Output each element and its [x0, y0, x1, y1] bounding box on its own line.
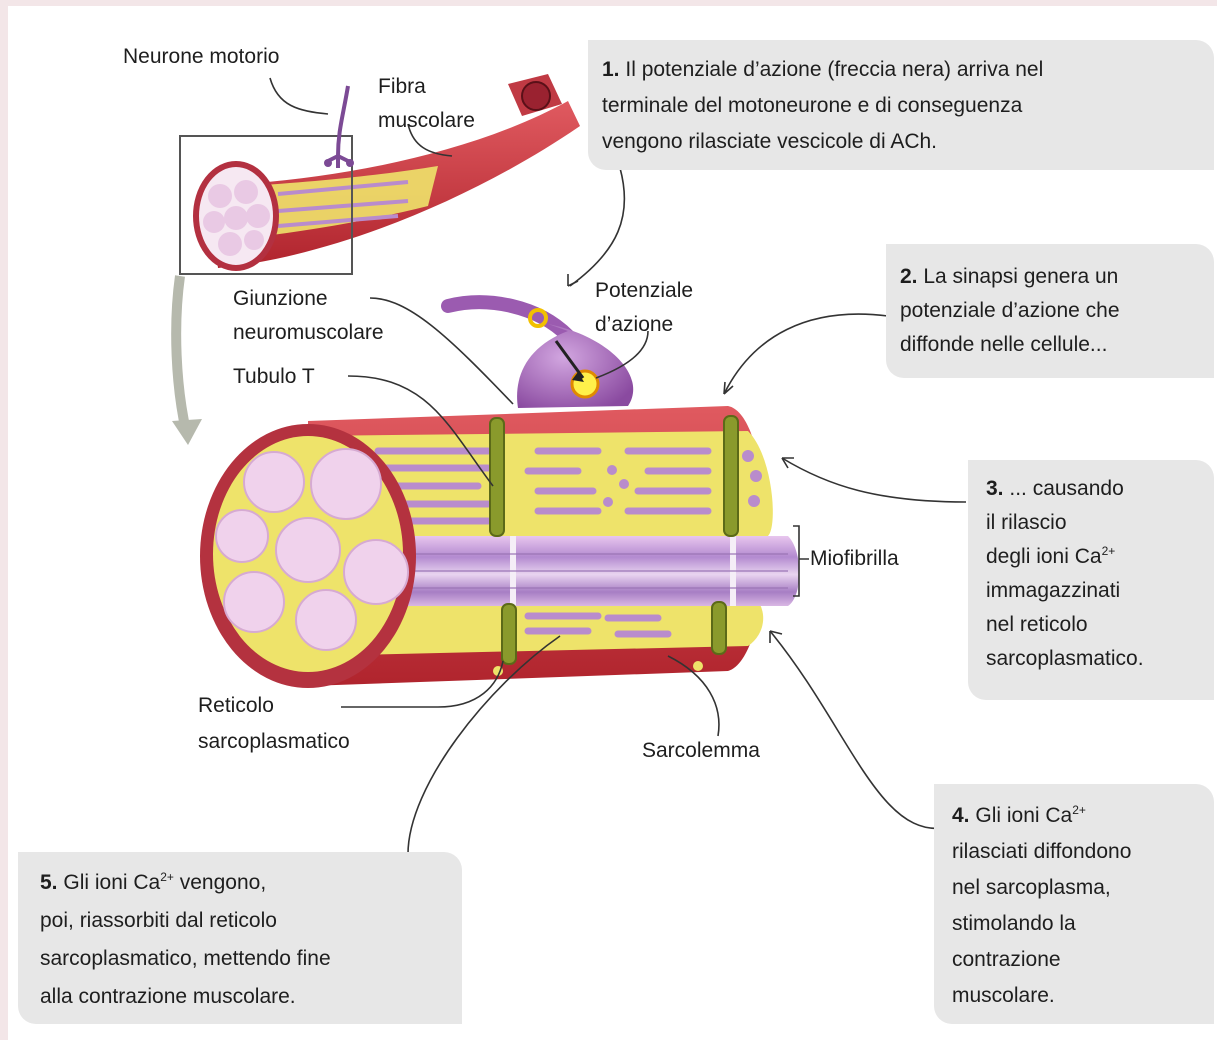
step-4-line-2: nel sarcoplasma,: [952, 876, 1111, 899]
step-3-line-2: degli ioni Ca: [986, 545, 1102, 568]
step-1-line-2: terminale del motoneurone e di conseguen…: [602, 94, 1022, 117]
label-sarcolemma: Sarcolemma: [642, 734, 760, 768]
label-muscolare: muscolare: [378, 104, 475, 138]
step-4-number: 4.: [952, 804, 970, 827]
label-sarcoplasmatico: sarcoplasmatico: [198, 725, 350, 759]
step-3-line-3: immagazzinati: [986, 579, 1120, 602]
diagram-frame: Neurone motorio Fibra muscolare Potenzia…: [8, 6, 1217, 1040]
label-fibra: Fibra: [378, 70, 426, 104]
step-2-box: 2. La sinapsi genera un potenziale d’azi…: [886, 244, 1214, 378]
label-neuromuscolare: neuromuscolare: [233, 316, 384, 350]
step-3-number: 3.: [986, 477, 1004, 500]
label-miofibrilla: Miofibrilla: [810, 542, 899, 576]
step-3-first: ... causando: [1009, 477, 1123, 500]
step-2-line-3: diffonde nelle cellule...: [900, 333, 1107, 356]
label-giunzione: Giunzione: [233, 282, 328, 316]
step-5-number: 5.: [40, 871, 58, 894]
step-5-superscript: 2+: [160, 870, 174, 884]
label-reticolo: Reticolo: [198, 689, 274, 723]
step-4-line-4: contrazione: [952, 948, 1061, 971]
step-4-line-5: muscolare.: [952, 984, 1055, 1007]
step-5-line-3: alla contrazione muscolare.: [40, 985, 296, 1008]
step-3-superscript: 2+: [1102, 544, 1116, 558]
step-4-line-3: stimolando la: [952, 912, 1076, 935]
step-1-number: 1.: [602, 58, 620, 81]
step-3-line-4: nel reticolo: [986, 613, 1088, 636]
step-1-box: 1. Il potenziale d’azione (freccia nera)…: [588, 40, 1214, 170]
step-1-line-1: Il potenziale d’azione (freccia nera) ar…: [625, 58, 1043, 81]
step-4-first: Gli ioni Ca: [975, 804, 1072, 827]
step-3-line-5: sarcoplasmatico.: [986, 647, 1144, 670]
step-3-box: 3. ... causando il rilascio degli ioni C…: [968, 460, 1214, 700]
step-4-box: 4. Gli ioni Ca2+ rilasciati diffondono n…: [934, 784, 1214, 1024]
step-5-first: Gli ioni Ca: [63, 871, 160, 894]
step-5-line-2: sarcoplasmatico, mettendo fine: [40, 947, 331, 970]
step-4-line-1: rilasciati diffondono: [952, 840, 1131, 863]
step-2-line-1: La sinapsi genera un: [923, 265, 1118, 288]
label-tubulo-t: Tubulo T: [233, 360, 315, 394]
label-d-azione: d’azione: [595, 308, 673, 342]
step-1-line-3: vengono rilasciate vescicole di ACh.: [602, 130, 937, 153]
label-neurone-motorio: Neurone motorio: [123, 40, 279, 74]
step-4-superscript: 2+: [1072, 803, 1086, 817]
step-2-line-2: potenziale d’azione che: [900, 299, 1120, 322]
step-5-first-rest: vengono,: [174, 871, 266, 894]
step-5-line-1: poi, riassorbiti dal reticolo: [40, 909, 277, 932]
label-potenziale: Potenziale: [595, 274, 693, 308]
step-2-number: 2.: [900, 265, 918, 288]
zoom-arrow: [176, 276, 186, 431]
step-5-box: 5. Gli ioni Ca2+ vengono, poi, riassorbi…: [18, 852, 462, 1024]
step-3-line-1: il rilascio: [986, 511, 1067, 534]
